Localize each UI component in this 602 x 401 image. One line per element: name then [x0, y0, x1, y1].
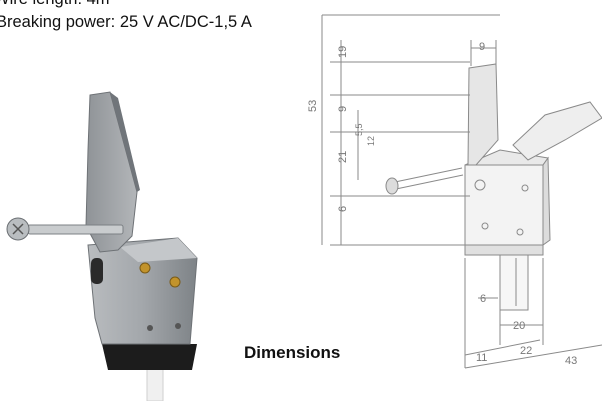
dim-height-0: 19 — [337, 46, 349, 58]
dim-bottom-0: 6 — [480, 293, 486, 305]
drawing-lever — [467, 63, 499, 166]
brass-screw-top — [139, 262, 151, 274]
side-slot — [91, 258, 103, 284]
spec-lines: Wire length: 4m Breaking power: 25 V AC/… — [0, 0, 252, 34]
drawing-body — [464, 164, 544, 246]
dim-bottom-4: 43 — [565, 355, 577, 367]
dim-bottom-3: 22 — [520, 345, 532, 357]
lever-arm — [85, 91, 138, 253]
dim-height-4: 21 — [337, 151, 349, 163]
dim-height-3: 12 — [366, 136, 376, 146]
rivet-right — [175, 323, 181, 329]
drawing-connector — [499, 254, 529, 311]
dim-height-5: 6 — [337, 206, 349, 212]
dim-bottom-2: 11 — [476, 352, 487, 364]
spec-wire-length: Wire length: 4m — [0, 0, 252, 11]
dim-height-2: 5,5 — [354, 123, 364, 136]
dim-total-height: 53 — [307, 100, 319, 112]
black-base — [102, 344, 197, 370]
rivet-left — [147, 325, 153, 331]
brass-screw-bottom — [169, 276, 181, 288]
drawing-arm — [512, 101, 602, 161]
spec-breaking-power: Breaking power: 25 V AC/DC-1,5 A — [0, 13, 252, 31]
lever-edge — [110, 92, 140, 192]
dim-height-1: 9 — [337, 106, 349, 112]
dimensions-caption: Dimensions — [244, 343, 341, 362]
metal-body-top — [120, 238, 197, 262]
dim-bottom-1: 20 — [513, 320, 525, 332]
dim-top-width: 9 — [479, 41, 485, 53]
